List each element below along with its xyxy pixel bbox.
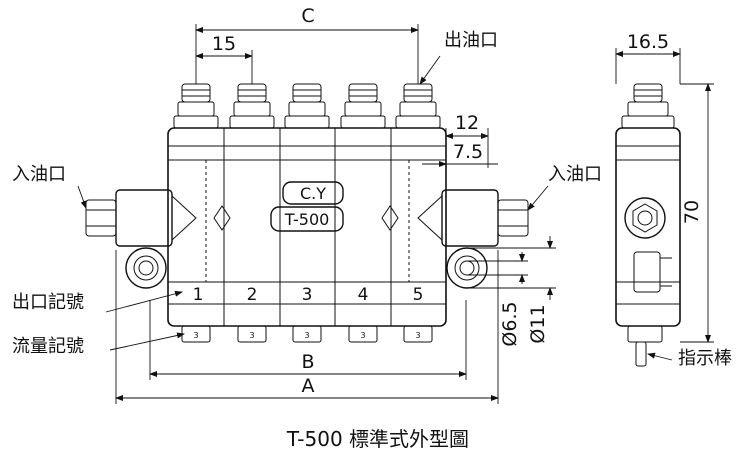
port-number-2: 2	[247, 285, 258, 305]
dim-70-label: 70	[681, 200, 703, 224]
model-plate	[270, 206, 344, 232]
port-number-1: 1	[193, 285, 204, 305]
flow-digit-5: 3	[415, 331, 420, 340]
dim-c-label: C	[301, 5, 314, 27]
inlet-left-label: 入油口	[12, 164, 66, 185]
flow-digit-4: 3	[360, 331, 365, 340]
drawing-caption: T-500 標準式外型圖	[286, 427, 469, 451]
inlet-right-label: 入油口	[548, 164, 602, 185]
dim-16-5-label: 16.5	[627, 31, 669, 53]
right-inlet-block	[417, 189, 529, 289]
dim-phi-6-5-label: Ø6.5	[499, 301, 521, 346]
flow-digit-1: 3	[193, 331, 198, 340]
left-inlet-block	[85, 189, 197, 289]
dim-7-5-label: 7.5	[453, 141, 483, 163]
port-number-4: 4	[358, 285, 369, 305]
dim-12-label: 12	[455, 112, 479, 134]
brand-plate	[282, 181, 344, 205]
outlet-mark-label: 出口記號	[12, 292, 84, 313]
dim-phi-11-label: Ø11	[527, 304, 549, 343]
outlet-top-label: 出油口	[444, 30, 498, 51]
dimension-lines	[77, 24, 714, 404]
dim-b-label: B	[301, 351, 314, 373]
flow-digit-2: 3	[249, 331, 254, 340]
model-plate-text: T-500	[284, 210, 330, 229]
flow-mark-label: 流量記號	[12, 336, 84, 357]
port-number-3: 3	[302, 285, 313, 305]
dim-a-label: A	[302, 375, 315, 397]
flow-digit-3: 3	[304, 331, 309, 340]
side-view	[615, 83, 681, 367]
outlet-fittings	[173, 83, 441, 129]
port-number-5: 5	[413, 285, 424, 305]
dim-15-label: 15	[212, 33, 236, 55]
indicator-rod-label: 指示棒	[678, 348, 732, 369]
brand-plate-text: C.Y	[300, 184, 326, 203]
